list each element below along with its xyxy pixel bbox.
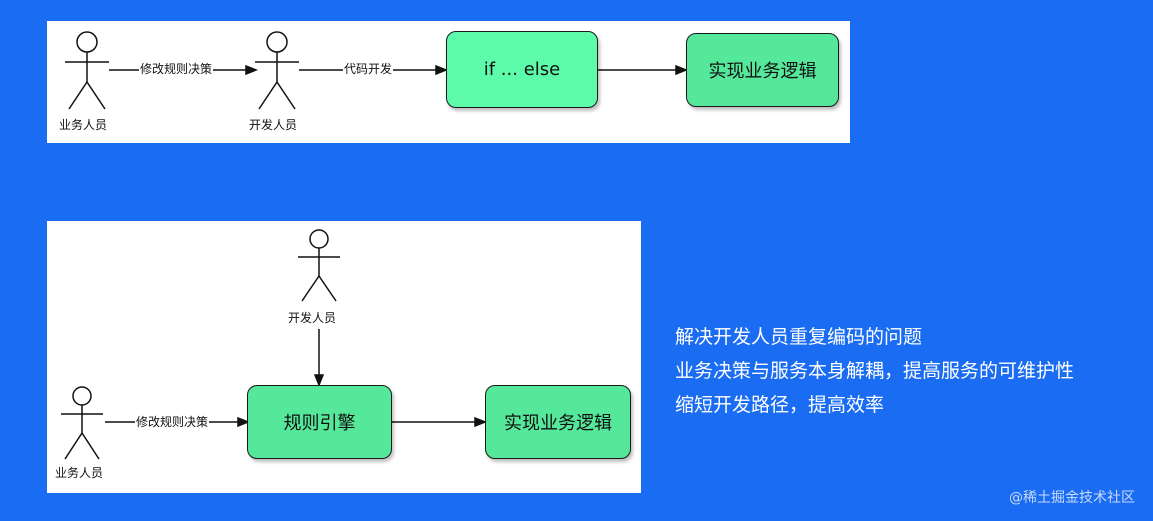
edge-label-modify-rules: 修改规则决策 [135, 415, 210, 429]
benefit-notes: 解决开发人员重复编码的问题 业务决策与服务本身解耦，提高服务的可维护性 缩短开发… [675, 320, 1074, 422]
actor-business-label: 业务人员 [55, 466, 104, 480]
box-rule-engine: 规则引擎 [247, 385, 392, 459]
top-diagram-panel: 业务人员 开发人员 修改规则决策 代码开发 if ... else 实现业务逻辑 [47, 21, 850, 143]
note-line: 缩短开发路径，提高效率 [675, 394, 885, 416]
note-line: 业务决策与服务本身解耦，提高服务的可维护性 [675, 360, 1075, 382]
actor-business-label: 业务人员 [59, 118, 108, 132]
box-business-logic-top: 实现业务逻辑 [686, 33, 839, 107]
bottom-diagram-panel: 开发人员 业务人员 修改规则决策 规则引擎 实现业务逻辑 [47, 221, 641, 493]
footer-watermark: @稀土掘金技术社区 [1009, 490, 1135, 506]
note-line: 解决开发人员重复编码的问题 [675, 326, 923, 348]
edge-label-code-dev: 代码开发 [343, 62, 394, 76]
box-if-else: if ... else [446, 31, 598, 108]
box-business-logic-bottom: 实现业务逻辑 [485, 385, 631, 459]
actor-business-figure [61, 386, 103, 460]
actor-developer-label: 开发人员 [288, 311, 337, 325]
bottom-diagram-connectors [61, 229, 488, 460]
actor-business-figure [65, 31, 109, 110]
actor-developer-figure [298, 229, 340, 302]
edge-label-modify-rules: 修改规则决策 [139, 62, 214, 76]
actor-developer-label: 开发人员 [249, 118, 298, 132]
actor-developer-figure [255, 31, 299, 110]
